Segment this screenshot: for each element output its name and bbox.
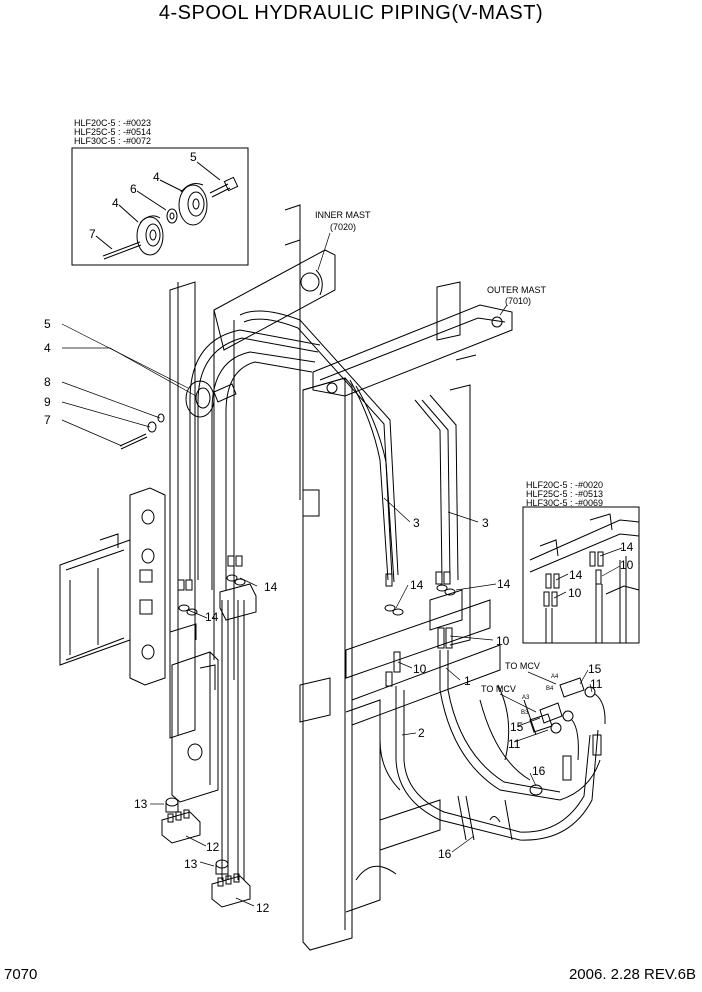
bottom-parts	[161, 797, 251, 908]
hose-loops	[189, 310, 459, 590]
fitting-detail-parts	[529, 513, 640, 643]
callout-14-a: 14	[264, 580, 278, 594]
callout-14-b: 14	[205, 610, 219, 624]
callout-15-a: 15	[588, 662, 602, 676]
outer-mast-label: OUTER MAST	[487, 285, 547, 295]
callout-14-c: 14	[410, 578, 424, 592]
callout-12-b: 12	[256, 901, 270, 915]
callout-10-inset-a: 10	[620, 558, 634, 572]
mcv-fittings	[489, 677, 606, 823]
inset-top-note-1: HLF20C-5 : -#0023	[74, 118, 151, 128]
callout-5-inset: 5	[190, 150, 197, 164]
callout-2: 2	[418, 726, 425, 740]
callout-12-a: 12	[206, 840, 220, 854]
callout-14-e: 14	[620, 540, 634, 554]
callout-3-a: 3	[413, 516, 420, 530]
right-inset-notes: HLF20C-5 : -#0020 HLF25C-5 : -#0513 HLF3…	[526, 480, 603, 508]
roller-detail-inset	[71, 147, 249, 266]
fittings-left	[169, 555, 257, 640]
fitting-detail-inset	[522, 506, 640, 644]
callout-8: 8	[44, 375, 51, 389]
callout-7-inset: 7	[89, 227, 96, 241]
page-code: 7070	[4, 966, 38, 983]
callout-4-inset-upper: 4	[153, 170, 160, 184]
callout-10-c: 10	[496, 634, 510, 648]
outer-mast	[299, 281, 513, 951]
pipes-to-mcv	[379, 650, 602, 841]
callout-11-a: 11	[590, 677, 603, 691]
part-callouts: 5 4 8 9 7 5 4 6 4 7 3 3 14 14 14 14 14 1…	[44, 150, 634, 915]
callout-14-f: 14	[569, 568, 583, 582]
callout-4-left: 4	[44, 341, 51, 355]
callout-14-d: 14	[497, 577, 511, 591]
carriage	[59, 487, 166, 686]
inner-mast-code: (7020)	[330, 222, 356, 232]
inner-mast	[169, 204, 336, 739]
port-b3: B3	[521, 710, 529, 716]
left-roller-parts	[119, 380, 237, 450]
inset-top-note-2: HLF25C-5 : -#0514	[74, 127, 151, 137]
callout-7-left: 7	[44, 413, 51, 427]
callout-10-d: 10	[413, 662, 427, 676]
inset-right-note-2: HLF25C-5 : -#0513	[526, 489, 603, 499]
outer-mast-code: (7010)	[505, 296, 531, 306]
callout-15-b: 15	[510, 720, 524, 734]
page-title: 4-SPOOL HYDRAULIC PIPING(V-MAST)	[158, 2, 544, 24]
inner-mast-label: INNER MAST	[315, 210, 371, 220]
top-inset-notes: HLF20C-5 : -#0023 HLF25C-5 : -#0514 HLF3…	[74, 118, 151, 146]
callout-5-left: 5	[44, 317, 51, 331]
port-a3: A3	[522, 695, 530, 701]
inset-right-note-3: HLF30C-5 : -#0069	[526, 498, 603, 508]
fittings-right	[384, 571, 456, 687]
callout-1: 1	[464, 674, 471, 688]
to-mcv-label-a: TO MCV	[505, 661, 540, 671]
inset-right-note-1: HLF20C-5 : -#0020	[526, 480, 603, 490]
leader-lines	[61, 232, 623, 907]
roller-detail-parts	[95, 161, 239, 260]
to-mcv-label-b: TO MCV	[481, 684, 516, 694]
callout-11-b: 11	[508, 737, 521, 751]
callout-10-inset-b: 10	[568, 586, 582, 600]
callout-13-b: 13	[184, 857, 198, 871]
callout-16-a: 16	[532, 764, 546, 778]
callout-3-b: 3	[482, 516, 489, 530]
callout-16-b: 16	[438, 847, 452, 861]
port-b4: B4	[546, 686, 554, 692]
inset-top-note-3: HLF30C-5 : -#0072	[74, 136, 151, 146]
port-a4: A4	[551, 674, 559, 680]
callout-13-a: 13	[134, 797, 148, 811]
callout-4-inset-lower: 4	[112, 196, 119, 210]
date-revision: 2006. 2.28 REV.6B	[568, 966, 696, 983]
lift-cylinder	[171, 600, 245, 880]
callout-9: 9	[44, 395, 51, 409]
callout-6-inset: 6	[130, 182, 137, 196]
